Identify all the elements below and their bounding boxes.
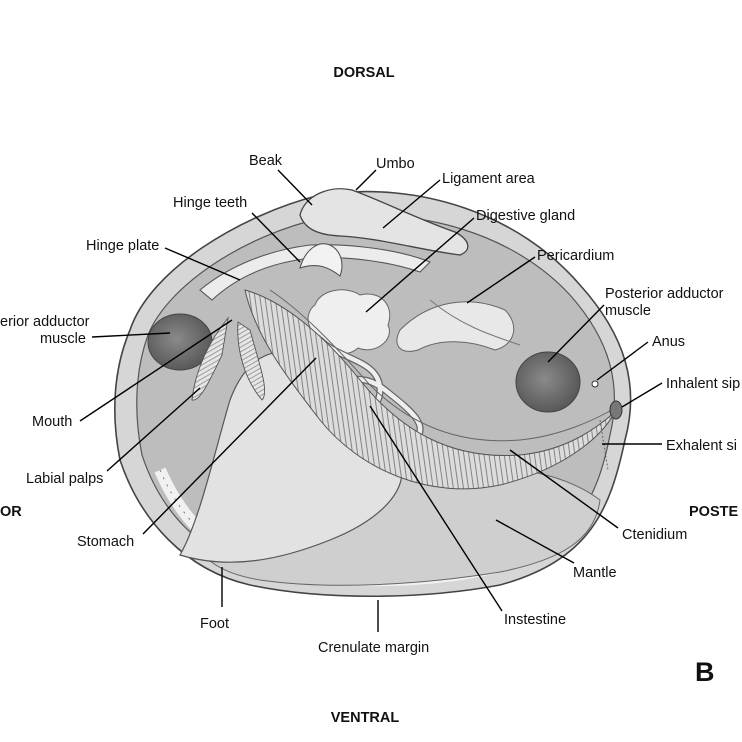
label-mouth: Mouth [32,414,72,430]
visceral-organs [147,289,623,490]
label-ligament-area: Ligament area [442,171,536,187]
label-hinge-teeth: Hinge teeth [173,195,247,211]
label-anterior-adductor-line1: erior adductor [0,314,90,330]
label-posterior-adductor-line1: Posterior adductor [605,286,724,302]
label-instestine: Instestine [504,612,566,628]
label-inhalent-siphon: Inhalent sip [666,376,740,392]
label-anterior-adductor-line2: muscle [40,331,86,347]
label-hinge-plate: Hinge plate [86,238,159,254]
label-pericardium: Pericardium [537,248,614,264]
label-anus: Anus [652,334,685,350]
hinge-teeth-shape [299,243,343,277]
panel-letter: B [695,657,715,687]
ventral-label: VENTRAL [331,710,400,726]
posterior-adductor-muscle-shape [515,351,581,413]
leader-lines [79,169,663,632]
labial-palps-shape [191,316,229,401]
label-beak: Beak [249,153,283,169]
umbo-hump [299,188,469,256]
label-stomach: Stomach [77,534,134,550]
label-exhalent-siphon: Exhalent si [666,438,737,454]
label-labial-palps: Labial palps [26,471,103,487]
anus-shape [591,380,599,388]
label-ctenidium: Ctenidium [622,527,687,543]
label-mantle: Mantle [573,565,617,581]
label-posterior-adductor-line2: muscle [605,303,651,319]
label-foot: Foot [200,616,229,632]
label-umbo: Umbo [376,156,415,172]
label-crenulate-margin: Crenulate margin [318,640,429,656]
hinge-plate-shape [199,244,431,301]
posterior-label: POSTE [689,504,738,520]
dorsal-label: DORSAL [333,65,394,81]
siphon-tip [609,400,623,420]
anterior-label: OR [0,504,22,520]
pericardium-shape [396,301,515,352]
label-digestive-gland: Digestive gland [476,208,575,224]
